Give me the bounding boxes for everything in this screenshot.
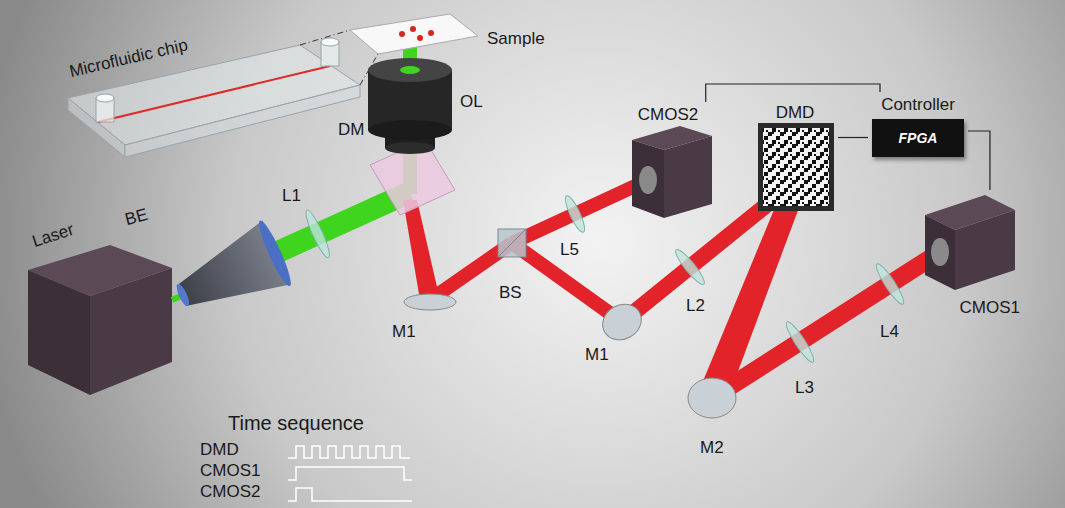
sample-cell — [410, 26, 416, 32]
device-unit: DMD — [752, 100, 838, 215]
dmd-mirrors — [763, 128, 829, 206]
part-label: M1 — [392, 322, 416, 342]
beam-expander-ring — [255, 218, 296, 289]
part-label: M1 — [585, 345, 609, 365]
lens — [562, 194, 588, 234]
chip-side — [125, 85, 360, 157]
objective — [368, 58, 452, 82]
beam-splitter — [498, 229, 526, 257]
beam-expander-ring — [174, 282, 191, 307]
part-label: L3 — [795, 378, 814, 398]
lens — [672, 247, 707, 287]
device-label: DMD — [776, 103, 815, 123]
unit-heading: Controller — [881, 95, 955, 115]
device-label: CMOS2 — [638, 105, 698, 125]
lens — [873, 261, 908, 307]
camera — [632, 140, 664, 218]
dichroic-mirror — [370, 140, 455, 215]
signal-wire — [968, 131, 990, 190]
part-label: DM — [338, 120, 364, 140]
part-label: Time sequence — [228, 412, 364, 435]
device-unit: CMOS2 — [622, 102, 714, 220]
part-label: OL — [460, 92, 483, 112]
waveform — [288, 488, 412, 501]
channel — [98, 66, 330, 122]
signal-wire — [838, 137, 868, 138]
tube — [96, 94, 114, 102]
waveform — [288, 467, 412, 480]
fpga-box: FPGA — [872, 119, 964, 157]
red-beam — [712, 252, 940, 398]
mirror — [596, 297, 648, 346]
controller-unit: ControllerFPGA — [868, 92, 968, 157]
objective — [385, 142, 435, 154]
camera — [664, 136, 712, 218]
laser-face — [28, 270, 90, 395]
lens — [302, 208, 333, 259]
part-label: L4 — [880, 322, 899, 342]
part-label: CMOS2 — [200, 482, 260, 502]
camera-lens — [639, 166, 657, 194]
sample-cell — [428, 30, 434, 36]
dmd-frame — [758, 123, 834, 211]
device-label: CMOS1 — [960, 298, 1020, 318]
sample-cell — [417, 35, 423, 41]
waveform — [288, 446, 410, 458]
part-label: L1 — [282, 186, 301, 206]
chip-side — [68, 98, 125, 157]
mirror — [688, 378, 736, 418]
part-label: Sample — [487, 29, 545, 49]
part-label: CMOS1 — [200, 461, 260, 481]
camera — [955, 210, 1015, 290]
mirror — [404, 294, 456, 310]
lens — [783, 319, 818, 365]
part-label: Laser — [30, 220, 77, 252]
dash-dot-line — [300, 30, 350, 45]
red-beam — [512, 180, 648, 243]
part-label: DMD — [200, 440, 239, 460]
red-beam — [403, 200, 440, 300]
objective — [368, 120, 452, 140]
sample-cell — [399, 31, 405, 37]
part-label: L5 — [560, 240, 579, 260]
sample-slide — [350, 14, 478, 54]
green-beam — [400, 66, 420, 74]
camera-lens — [931, 238, 949, 266]
part-label: M2 — [700, 438, 724, 458]
part-label: BE — [123, 205, 150, 230]
device-unit: CMOS1 — [915, 190, 1020, 318]
signal-wire — [706, 84, 880, 102]
camera — [925, 215, 955, 290]
laser-face — [90, 268, 172, 395]
tube — [321, 38, 339, 46]
beam-splitter — [498, 229, 526, 257]
part-label: L2 — [686, 296, 705, 316]
part-label: Microfluidic chip — [68, 35, 190, 82]
part-label: BS — [499, 283, 522, 303]
